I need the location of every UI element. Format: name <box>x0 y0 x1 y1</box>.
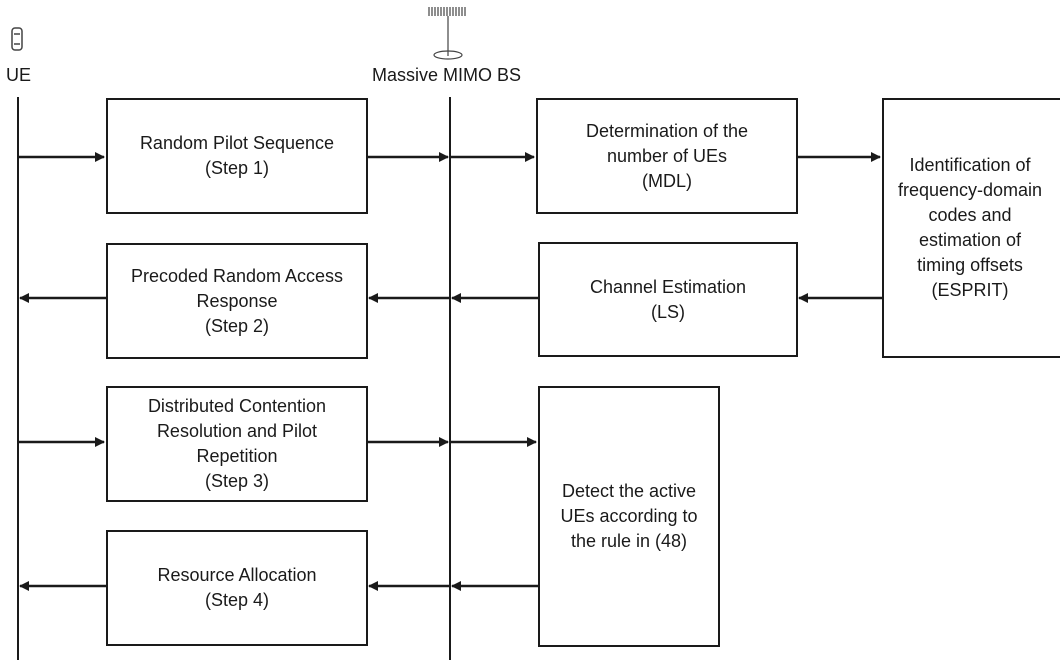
step4-line: (Step 4) <box>204 590 270 610</box>
mdl-line: number of UEs <box>606 145 728 166</box>
step3-box: Distributed Contention Resolution and Pi… <box>106 386 368 502</box>
bs-label: Massive MIMO BS <box>372 65 522 85</box>
step1-line: Random Pilot Sequence <box>139 133 335 153</box>
ue-label: UE <box>6 65 32 85</box>
ls-box: Channel Estimation (LS) <box>538 242 798 357</box>
esprit-box: Identification of frequency-domain codes… <box>882 98 1060 358</box>
detect-line: Detect the active <box>561 481 697 501</box>
detect-line: the rule in (48) <box>570 531 688 551</box>
step4-box: Resource Allocation (Step 4) <box>106 530 368 646</box>
mdl-line: Determination of the <box>585 120 749 141</box>
esprit-line: codes and <box>928 205 1012 225</box>
antenna-array-icon <box>428 7 466 60</box>
ls-line: (LS) <box>650 301 685 322</box>
esprit-line: frequency-domain <box>897 180 1043 200</box>
mdl-box: Determination of the number of UEs (MDL) <box>536 98 798 214</box>
step3-line: Resolution and Pilot <box>156 421 318 441</box>
detect-box: Detect the active UEs according to the r… <box>538 386 720 647</box>
esprit-line: estimation of <box>918 230 1022 250</box>
mdl-line: (MDL) <box>642 170 692 191</box>
ls-line: Channel Estimation <box>589 276 747 297</box>
esprit-line: timing offsets <box>917 255 1023 275</box>
step3-line: (Step 3) <box>204 471 269 491</box>
esprit-line: Identification of <box>909 155 1031 175</box>
step2-box: Precoded Random Access Response (Step 2) <box>106 243 368 359</box>
step1-line: (Step 1) <box>204 158 270 178</box>
step3-line: Repetition <box>196 446 278 466</box>
phone-icon <box>11 27 23 51</box>
step1-box: Random Pilot Sequence (Step 1) <box>106 98 368 214</box>
step2-line: Precoded Random Access <box>130 265 344 286</box>
step4-line: Resource Allocation <box>157 565 317 585</box>
step3-line: Distributed Contention <box>147 396 327 416</box>
detect-line: UEs according to <box>560 506 698 526</box>
step2-line: (Step 2) <box>204 315 270 336</box>
esprit-line: (ESPRIT) <box>931 280 1009 300</box>
step2-line: Response <box>196 290 278 311</box>
